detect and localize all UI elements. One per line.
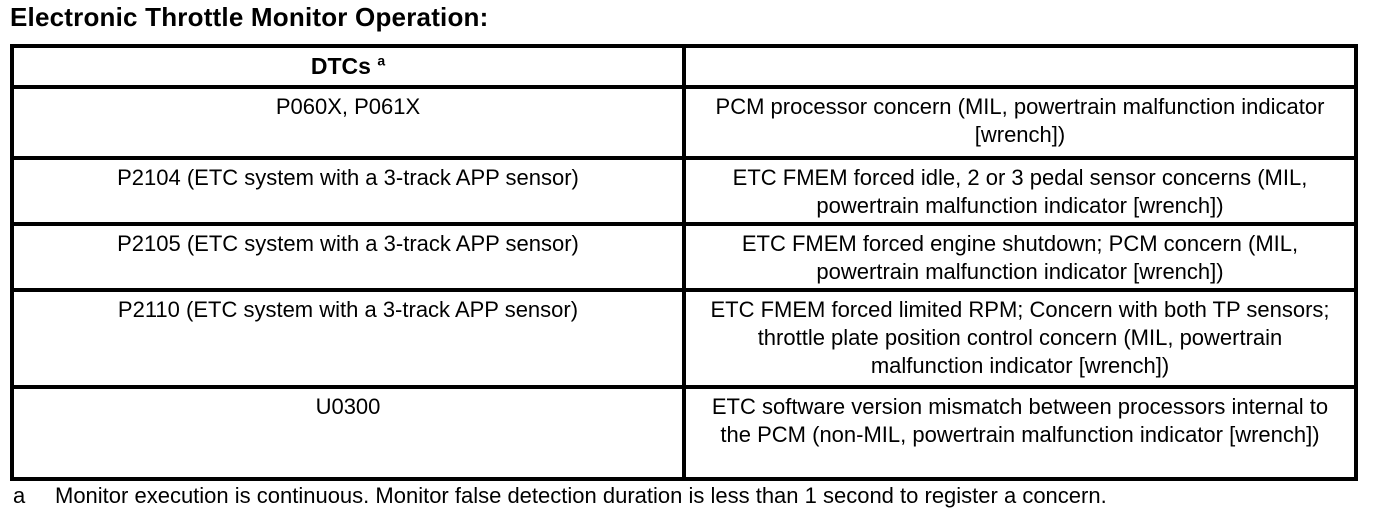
dtc-cell: P060X, P061X xyxy=(10,85,686,160)
dtc-table: DTCs a P060X, P061X PCM processor concer… xyxy=(10,44,1358,481)
description-cell: PCM processor concern (MIL, powertrain m… xyxy=(682,85,1358,160)
dtc-value: P2104 (ETC system with a 3-track APP sen… xyxy=(117,165,579,190)
dtc-cell: P2110 (ETC system with a 3-track APP sen… xyxy=(10,288,686,389)
description-column-header xyxy=(682,44,1358,89)
dtc-cell: U0300 xyxy=(10,385,686,481)
table-row: P060X, P061X PCM processor concern (MIL,… xyxy=(10,85,1358,160)
footnote: a Monitor execution is continuous. Monit… xyxy=(13,482,1383,510)
description-value: ETC FMEM forced limited RPM; Concern wit… xyxy=(710,297,1330,378)
table-row: P2110 (ETC system with a 3-track APP sen… xyxy=(10,288,1358,389)
description-cell: ETC software version mismatch between pr… xyxy=(682,385,1358,481)
dtc-column-header: DTCs a xyxy=(10,44,686,89)
table-row: P2105 (ETC system with a 3-track APP sen… xyxy=(10,222,1358,292)
dtc-cell: P2104 (ETC system with a 3-track APP sen… xyxy=(10,156,686,226)
dtc-value: P2105 (ETC system with a 3-track APP sen… xyxy=(117,231,579,256)
description-value: ETC FMEM forced engine shutdown; PCM con… xyxy=(741,231,1299,284)
description-value: ETC software version mismatch between pr… xyxy=(711,394,1329,447)
dtc-column-header-label: DTCs xyxy=(310,53,371,79)
dtc-value: U0300 xyxy=(315,394,381,419)
description-value: ETC FMEM forced idle, 2 or 3 pedal senso… xyxy=(732,165,1308,218)
dtc-value: P060X, P061X xyxy=(275,94,421,119)
page-title: Electronic Throttle Monitor Operation: xyxy=(10,2,489,32)
description-value: PCM processor concern (MIL, powertrain m… xyxy=(715,94,1325,147)
table-header-row: DTCs a xyxy=(10,44,1358,89)
dtc-table-body: DTCs a P060X, P061X PCM processor concer… xyxy=(10,44,1358,481)
footnote-text: Monitor execution is continuous. Monitor… xyxy=(55,483,1107,508)
table-row: U0300 ETC software version mismatch betw… xyxy=(10,385,1358,481)
table-row: P2104 (ETC system with a 3-track APP sen… xyxy=(10,156,1358,226)
dtc-cell: P2105 (ETC system with a 3-track APP sen… xyxy=(10,222,686,292)
description-cell: ETC FMEM forced idle, 2 or 3 pedal senso… xyxy=(682,156,1358,226)
footnote-reference: a xyxy=(377,52,386,69)
footnote-marker: a xyxy=(13,483,26,508)
description-cell: ETC FMEM forced limited RPM; Concern wit… xyxy=(682,288,1358,389)
description-cell: ETC FMEM forced engine shutdown; PCM con… xyxy=(682,222,1358,292)
dtc-value: P2110 (ETC system with a 3-track APP sen… xyxy=(117,297,579,322)
